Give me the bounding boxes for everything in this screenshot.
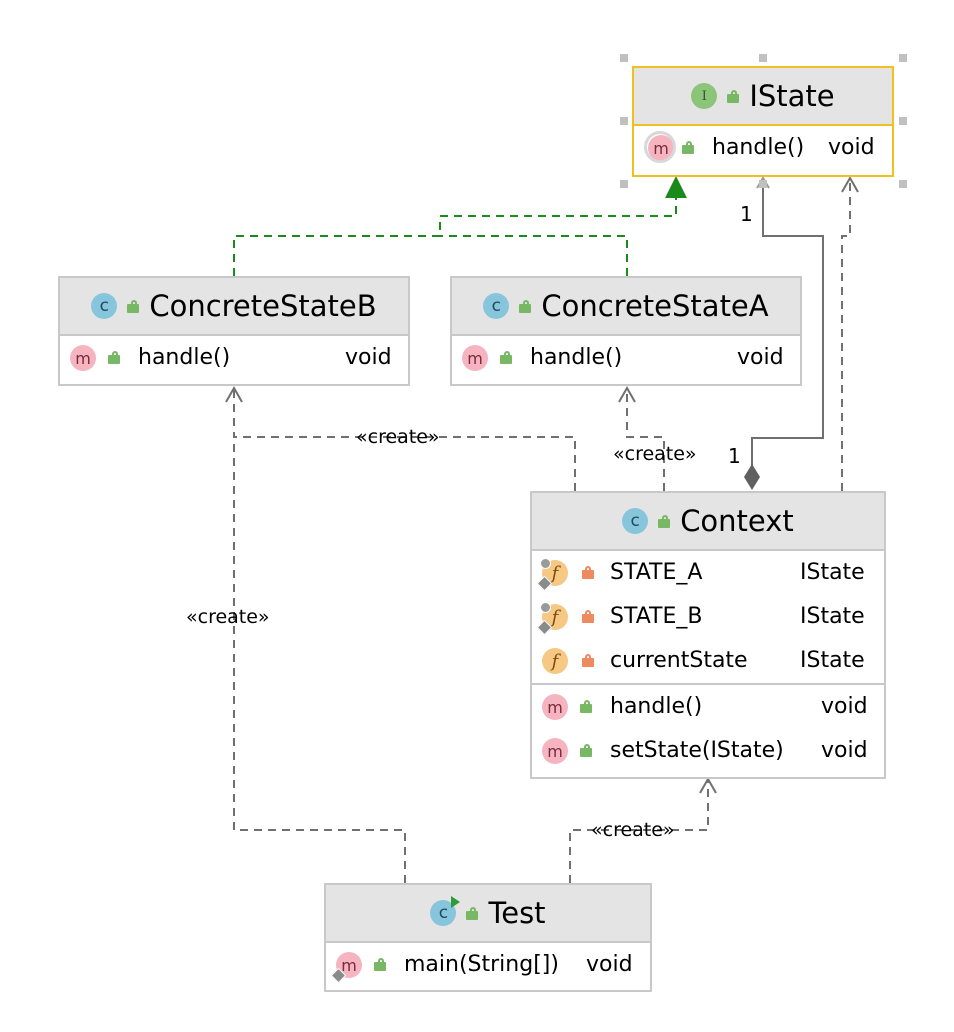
field-row[interactable]: f STATE_B IState (532, 595, 884, 639)
selection-handle-se[interactable] (899, 180, 907, 188)
public-visibility-icon (466, 906, 479, 920)
field-name: STATE_B (610, 604, 703, 629)
public-visibility-icon (127, 299, 140, 313)
class-icon: c (91, 293, 118, 319)
realization-arrowhead (665, 176, 687, 198)
method-row[interactable]: m handle() void (452, 336, 800, 380)
class-node-concretestateb[interactable]: c ConcreteStateB m handle() void (58, 276, 410, 386)
class-icon: c (622, 508, 649, 534)
selection-handle-nw[interactable] (620, 54, 628, 62)
selection-handle-ne[interactable] (899, 54, 907, 62)
public-visibility-icon (580, 744, 592, 757)
method-name: setState(IState) (610, 738, 784, 763)
public-visibility-icon (500, 351, 512, 364)
private-visibility-icon (582, 566, 594, 579)
class-node-test[interactable]: c Test m main(String[]) void (324, 883, 652, 992)
create-label-context-a: «create» (613, 443, 697, 465)
field-row[interactable]: f currentState IState (532, 639, 884, 683)
public-visibility-icon (108, 351, 120, 364)
class-node-context[interactable]: c Context f STATE_A IState f STATE_B ISt… (530, 491, 886, 779)
method-name: handle() (138, 345, 231, 370)
private-visibility-icon (582, 610, 594, 623)
method-name: handle() (610, 694, 703, 719)
method-row[interactable]: m handle() void (634, 126, 892, 170)
class-node-concretestatea[interactable]: c ConcreteStateA m handle() void (450, 276, 802, 386)
public-visibility-icon (727, 89, 740, 103)
method-return-type: void (821, 694, 868, 719)
composition-diamond (744, 464, 760, 490)
public-visibility-icon (580, 700, 592, 713)
multiplicity-istate-end: 1 (740, 202, 753, 226)
create-test-context-arrow (699, 776, 717, 794)
create-label-test-context: «create» (591, 819, 675, 841)
create-test-b (233, 437, 406, 883)
dependency-context-istate-arrow (841, 175, 859, 193)
public-visibility-icon (519, 299, 532, 313)
class-name: ConcreteStateB (149, 289, 377, 323)
static-final-field-icon: f (536, 602, 568, 636)
method-return-type: void (586, 952, 633, 977)
method-icon: m (462, 345, 488, 371)
selection-handle-e[interactable] (899, 117, 907, 125)
method-return-type: void (737, 345, 784, 370)
method-return-type: void (821, 738, 868, 763)
class-icon: c (483, 293, 510, 319)
method-row[interactable]: m handle() void (532, 685, 884, 729)
abstract-method-icon: m (644, 131, 676, 163)
create-label-test-b: «create» (186, 606, 270, 628)
static-final-field-icon: f (536, 558, 568, 592)
field-name: currentState (610, 648, 748, 673)
dependency-context-istate (841, 178, 851, 491)
field-type: IState (800, 648, 865, 673)
method-return-type: void (828, 135, 875, 160)
field-name: STATE_A (610, 560, 703, 585)
multiplicity-context-end: 1 (728, 444, 741, 468)
field-icon: f (542, 648, 568, 674)
method-icon: m (542, 738, 568, 764)
class-name: Context (680, 504, 794, 538)
field-type: IState (800, 604, 865, 629)
selection-handle-n[interactable] (759, 54, 767, 62)
runnable-class-icon: c (430, 896, 461, 926)
realization-b-to-istate (233, 196, 677, 276)
public-visibility-icon (682, 141, 694, 154)
class-header: c ConcreteStateA (452, 278, 800, 336)
field-type: IState (800, 560, 865, 585)
public-visibility-icon (658, 514, 671, 528)
class-header: I IState (634, 68, 892, 126)
field-row[interactable]: f STATE_A IState (532, 551, 884, 595)
class-header: c ConcreteStateB (60, 278, 408, 336)
private-visibility-icon (582, 654, 594, 667)
realization-a-to-istate (440, 235, 628, 276)
class-node-istate[interactable]: I IState m handle() void (632, 66, 894, 177)
method-return-type: void (345, 345, 392, 370)
create-label-context-b: «create» (356, 426, 440, 448)
class-header: c Context (532, 493, 884, 551)
method-icon: m (70, 345, 96, 371)
method-icon: m (542, 694, 568, 720)
method-name: handle() (530, 345, 623, 370)
class-header: c Test (326, 885, 650, 943)
public-visibility-icon (374, 958, 386, 971)
method-row[interactable]: m setState(IState) void (532, 729, 884, 773)
class-name: ConcreteStateA (541, 289, 769, 323)
create-context-b-arrow (225, 385, 243, 403)
members-divider (532, 683, 884, 685)
method-row[interactable]: m handle() void (60, 336, 408, 380)
selection-handle-w[interactable] (620, 117, 628, 125)
interface-icon: I (691, 83, 718, 109)
static-method-icon: m (330, 952, 362, 984)
create-context-a-arrow (618, 385, 636, 403)
method-name: handle() (712, 135, 805, 160)
method-row[interactable]: m main(String[]) void (326, 943, 650, 987)
create-context-a (626, 388, 665, 491)
class-name: Test (488, 896, 546, 930)
selection-handle-sw[interactable] (620, 180, 628, 188)
method-name: main(String[]) (404, 952, 559, 977)
selection-handle-s[interactable] (759, 180, 767, 188)
class-name: IState (749, 79, 835, 113)
